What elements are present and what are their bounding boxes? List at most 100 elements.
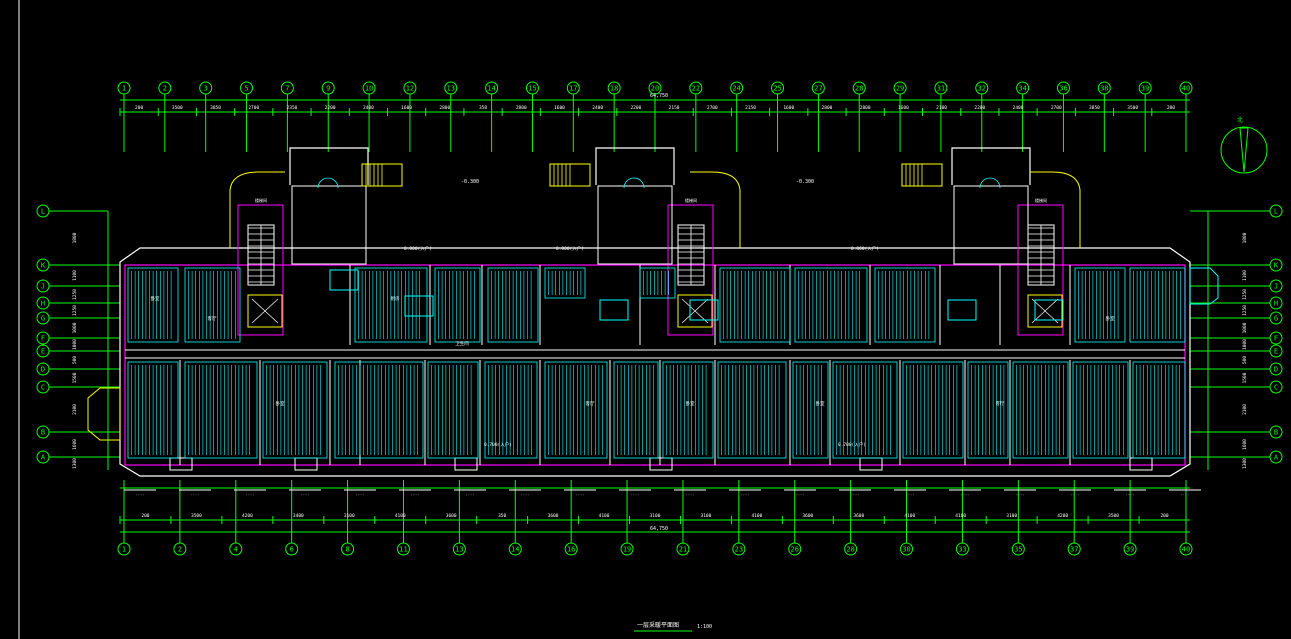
axis-label: 19	[623, 546, 631, 554]
stair-label: 楼梯间	[1035, 197, 1047, 203]
axis-label: 21	[679, 546, 687, 554]
axis-label: 22	[692, 85, 700, 93]
dim-value-bottom: 4100	[395, 513, 406, 519]
axis-label: A	[41, 454, 46, 462]
axis-label: 37	[1070, 546, 1078, 554]
dim-value-top: 200	[1167, 105, 1175, 111]
axis-label: 14	[487, 85, 495, 93]
bottom-label: 0.700(入户)	[838, 441, 866, 448]
axis-label: D	[41, 366, 45, 374]
manifold-box	[947, 299, 977, 321]
dim-value-top: 2150	[745, 105, 756, 111]
dim-value-bottom: 4100	[955, 513, 966, 519]
axis-bubble-top: 5	[240, 81, 254, 152]
manifold-box	[329, 269, 359, 291]
annotation-text: ····	[411, 493, 419, 497]
axis-label: 36	[1059, 85, 1067, 93]
axis-label: 28	[855, 85, 863, 93]
heating-coil-zone	[262, 361, 328, 459]
dim-value-bottom: 4100	[904, 513, 915, 519]
dim-value-top: 2150	[669, 105, 680, 111]
axis-bubble-right: K	[1190, 258, 1283, 272]
elevator-shaft	[1027, 294, 1063, 328]
dim-value-left: 2100	[72, 404, 78, 415]
axis-bubble-top: 24	[730, 81, 744, 152]
axis-label: 2	[163, 85, 167, 93]
coil-border	[262, 361, 328, 459]
annotation-text: ····	[466, 493, 474, 497]
heating-coil-zone	[967, 361, 1009, 459]
dim-value-bottom: 3600	[802, 513, 813, 519]
axis-label: A	[1274, 454, 1279, 462]
room-label: 卧室	[816, 400, 825, 407]
stair-core-west: 楼梯间	[237, 197, 284, 336]
steps-west	[361, 163, 403, 187]
stair-core-center: 楼梯间	[667, 197, 714, 336]
dim-value-top: 3850	[1089, 105, 1100, 111]
axis-label: 14	[511, 546, 519, 554]
dim-value-left: 1800	[72, 232, 78, 243]
manifold-box	[404, 295, 434, 317]
elevation-label: -0.300	[461, 179, 479, 185]
axis-bubble-top: 9	[321, 81, 335, 152]
axis-bubble-top: 15	[525, 81, 539, 152]
dim-value-top: 1600	[898, 105, 909, 111]
dim-value-bottom: 3100	[344, 513, 355, 519]
axis-label: 11	[399, 546, 407, 554]
dim-value-right: 1500	[1242, 372, 1248, 383]
heating-coil-zone	[484, 361, 538, 459]
manifold-box	[689, 299, 719, 321]
coil-border	[1132, 361, 1186, 459]
step-outline	[549, 163, 591, 187]
heating-coil-zone	[354, 267, 428, 343]
annotation-text: ····	[631, 493, 639, 497]
axis-bubble-top: 17	[566, 81, 580, 152]
dim-value-top: 2100	[936, 105, 947, 111]
dim-value-top: 2400	[592, 105, 603, 111]
axis-bubble-right: L	[1190, 204, 1283, 218]
coil-border	[484, 361, 538, 459]
dim-value-top: 2200	[325, 105, 336, 111]
entry-east	[951, 147, 1031, 265]
bottom-label: 0.700(入户)	[484, 441, 512, 448]
axis-label: J	[41, 283, 45, 291]
steps-center	[549, 163, 591, 187]
coil-border	[434, 267, 481, 343]
stair-label: 楼梯间	[255, 197, 267, 203]
elevator-cross	[1031, 298, 1059, 324]
heating-coil-zone	[184, 267, 241, 343]
axis-label: 39	[1141, 85, 1149, 93]
elevation-label: -0.300	[796, 179, 814, 185]
dim-value-left: 1000	[72, 322, 78, 333]
drawing-scale: 1:100	[697, 624, 712, 630]
heating-coil-zone	[639, 267, 676, 299]
axis-bubble-right: G	[1190, 311, 1283, 325]
axis-label: 10	[365, 85, 373, 93]
heating-coil-zone	[427, 361, 479, 459]
dim-value-bottom: 3100	[701, 513, 712, 519]
axis-bubble-top: 22	[689, 81, 703, 152]
heating-coil-zone	[613, 361, 659, 459]
entry-center	[595, 147, 675, 265]
dim-value-right: 500	[1242, 356, 1248, 364]
room-label: 卧室	[686, 400, 695, 407]
axis-label: 35	[1014, 546, 1022, 554]
coil-border	[902, 361, 964, 459]
coil-border	[792, 361, 829, 459]
axis-bubble-top: 34	[1016, 81, 1030, 152]
heating-coil-zone	[1012, 361, 1069, 459]
coil-border	[967, 361, 1009, 459]
axis-label: 26	[791, 546, 799, 554]
dim-value-top: 3500	[1127, 105, 1138, 111]
coil-border	[1129, 267, 1186, 343]
axis-bubble-top: 12	[403, 81, 417, 152]
dim-value-bottom: 3500	[191, 513, 202, 519]
heating-coil-zone	[794, 267, 868, 343]
room-label: 卧室	[276, 400, 285, 407]
step-outline	[901, 163, 943, 187]
axis-bubble-top: 7	[280, 81, 294, 152]
stair-wall	[237, 204, 284, 336]
heating-coil-zone	[662, 361, 714, 459]
axis-label: J	[1274, 283, 1278, 291]
axis-label: G	[1274, 315, 1278, 323]
